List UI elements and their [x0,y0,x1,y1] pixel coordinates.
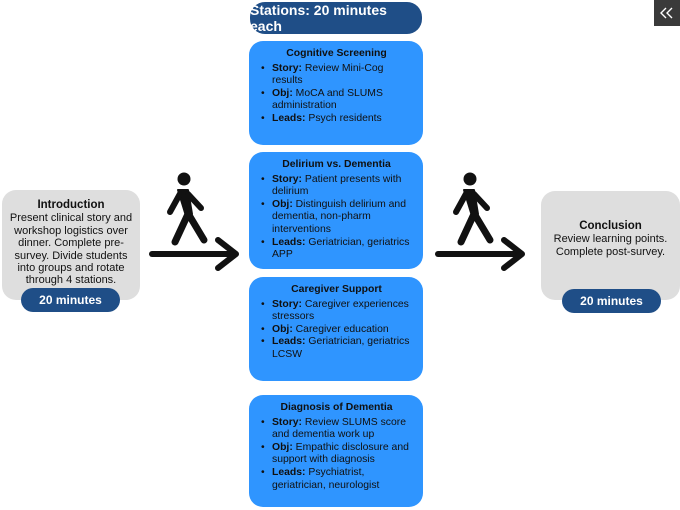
introduction-body: Present clinical story and workshop logi… [9,212,133,287]
introduction-duration-badge: 20 minutes [21,288,120,312]
station-diagnosis-of-dementia: Diagnosis of Dementia Story: Review SLUM… [249,395,423,507]
walking-person-arrow-icon [435,172,525,271]
conclusion-box: Conclusion Review learning points. Compl… [541,191,680,300]
station-delirium-vs-dementia: Delirium vs. Dementia Story: Patient pre… [249,152,423,269]
station-objective: Obj: MoCA and SLUMS administration [258,88,415,113]
station-title: Caregiver Support [291,284,382,295]
station-title: Cognitive Screening [286,48,387,59]
station-objective: Obj: Caregiver education [258,324,415,337]
station-leads: Leads: Geriatrician, geriatrics APP [258,237,415,262]
station-story: Story: Patient presents with delirium [258,174,415,199]
walking-person-arrow-icon [149,172,239,271]
station-cognitive-screening: Cognitive Screening Story: Review Mini-C… [249,41,423,145]
station-story: Story: Review SLUMS score and dementia w… [258,417,415,442]
stations-header: Stations: 20 minutes each [250,2,422,34]
station-leads: Leads: Geriatrician, geriatrics LCSW [258,336,415,361]
station-story: Story: Review Mini-Cog results [258,63,415,88]
introduction-box: Introduction Present clinical story and … [2,190,140,300]
station-leads: Leads: Psych residents [258,113,415,126]
station-title: Diagnosis of Dementia [280,402,393,413]
station-caregiver-support: Caregiver Support Story: Caregiver exper… [249,277,423,381]
conclusion-body: Review learning points. Complete post-su… [553,233,668,258]
station-objective: Obj: Distinguish delirium and dementia, … [258,199,415,237]
station-leads: Leads: Psychiatrist, geriatrician, neuro… [258,467,415,492]
station-objective: Obj: Empathic disclosure and support wit… [258,442,415,467]
conclusion-title: Conclusion [579,220,642,232]
conclusion-duration-badge: 20 minutes [562,289,661,313]
introduction-title: Introduction [37,199,105,211]
double-chevron-left-icon [660,7,673,19]
station-story: Story: Caregiver experiences stressors [258,299,415,324]
station-title: Delirium vs. Dementia [282,159,391,170]
collapse-button[interactable] [654,0,680,26]
